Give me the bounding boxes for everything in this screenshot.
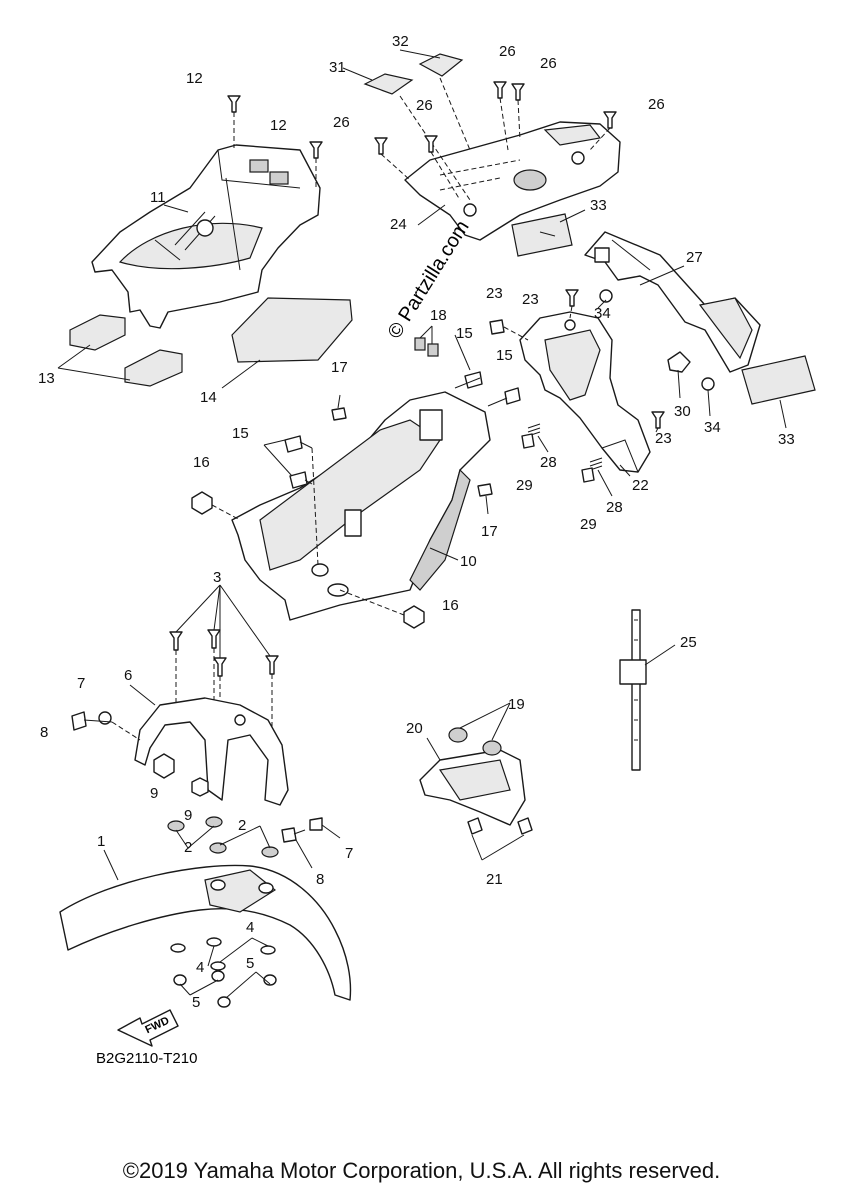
part-9-nuts [153, 753, 209, 797]
callout-2: 2 [184, 839, 192, 856]
callout-23: 23 [522, 291, 539, 308]
callout-15: 15 [496, 347, 513, 364]
part-13-pads [57, 314, 183, 387]
callout-23: 23 [486, 285, 503, 302]
part-33-reflectors [511, 213, 816, 405]
callout-18: 18 [430, 307, 447, 324]
callout-8: 8 [40, 724, 48, 741]
part-22-license-bracket [519, 311, 651, 473]
callout-4: 4 [246, 919, 254, 936]
callout-2: 2 [238, 817, 246, 834]
part-17-grommets [331, 394, 493, 515]
callout-26: 26 [648, 96, 665, 113]
part-3-bolts [169, 584, 279, 730]
part-30-34-hardware [599, 289, 715, 391]
callout-leaders [163, 204, 787, 761]
callout-1: 1 [97, 833, 105, 850]
part-2-grommets [167, 816, 279, 858]
callout-6: 6 [124, 667, 132, 684]
callout-17: 17 [331, 359, 348, 376]
exploded-view-drawing: FWD B2G2110-T210 © Partzilla.com 1 2 2 3… [38, 33, 816, 1067]
callout-21: 21 [486, 871, 503, 888]
part-18-clips [414, 325, 439, 357]
part-10-rear-fender [231, 391, 491, 621]
callout-23: 23 [655, 430, 672, 447]
part-31-32-decals [342, 49, 471, 201]
callout-28: 28 [540, 454, 557, 471]
callout-14: 14 [200, 389, 217, 406]
callout-28: 28 [606, 499, 623, 516]
callout-32: 32 [392, 33, 409, 50]
callout-24: 24 [390, 216, 407, 233]
callout-29: 29 [580, 516, 597, 533]
callout-labels: 1 2 2 3 4 4 5 5 6 7 7 8 8 9 9 10 11 12 1… [38, 33, 795, 1011]
part-4-5-washers-nuts [170, 937, 277, 1008]
callout-34: 34 [594, 305, 611, 322]
part-7-8-bolts [71, 711, 341, 869]
callout-4: 4 [196, 959, 204, 976]
copyright-footer: ©2019 Yamaha Motor Corporation, U.S.A. A… [122, 1158, 721, 1183]
part-26-screws [374, 81, 617, 201]
callout-25: 25 [680, 634, 697, 651]
part-6-grab-bar [129, 684, 289, 806]
callout-10: 10 [460, 553, 477, 570]
part-12-screw [227, 95, 323, 190]
part-20-bracket [419, 702, 533, 861]
callout-3: 3 [213, 569, 221, 586]
callout-13: 13 [38, 370, 55, 387]
part-28-29-fasteners [521, 423, 603, 483]
callout-29: 29 [516, 477, 533, 494]
callout-11: 11 [150, 189, 166, 206]
callout-8: 8 [316, 871, 324, 888]
callout-9: 9 [150, 785, 158, 802]
callout-9: 9 [184, 807, 192, 824]
callout-34: 34 [704, 419, 721, 436]
callout-12: 12 [270, 117, 287, 134]
callout-17: 17 [481, 523, 498, 540]
callout-27: 27 [686, 249, 703, 266]
callout-26: 26 [333, 114, 350, 131]
callout-7: 7 [345, 845, 353, 862]
drawing-code: B2G2110-T210 [96, 1050, 197, 1067]
part-25-cable-tie [619, 609, 647, 771]
watermark: © Partzilla.com [384, 217, 474, 343]
callout-26: 26 [540, 55, 557, 72]
callout-15: 15 [232, 425, 249, 442]
callout-16: 16 [193, 454, 210, 471]
callout-16: 16 [442, 597, 459, 614]
part-24-rear-cover [404, 121, 621, 241]
callout-12: 12 [186, 70, 203, 87]
part-15-bolts [263, 371, 521, 566]
callout-5: 5 [246, 955, 254, 972]
part-27-reflector-bracket [584, 231, 761, 373]
part-11-seat-base [91, 144, 321, 329]
callout-7: 7 [77, 675, 85, 692]
callout-30: 30 [674, 403, 691, 420]
callout-19: 19 [508, 696, 525, 713]
callout-31: 31 [329, 59, 346, 76]
callout-15: 15 [456, 325, 473, 342]
part-14-pad [221, 297, 353, 389]
part-23-screws [489, 289, 665, 429]
callout-5: 5 [192, 994, 200, 1011]
part-16-nuts [191, 491, 425, 629]
fwd-arrow: FWD [117, 1009, 179, 1047]
part-1-front-fender [59, 849, 352, 1001]
callout-33: 33 [778, 431, 795, 448]
callout-33: 33 [590, 197, 607, 214]
callout-20: 20 [406, 720, 423, 737]
callout-22: 22 [632, 477, 649, 494]
callout-26: 26 [416, 97, 433, 114]
callout-26: 26 [499, 43, 516, 60]
